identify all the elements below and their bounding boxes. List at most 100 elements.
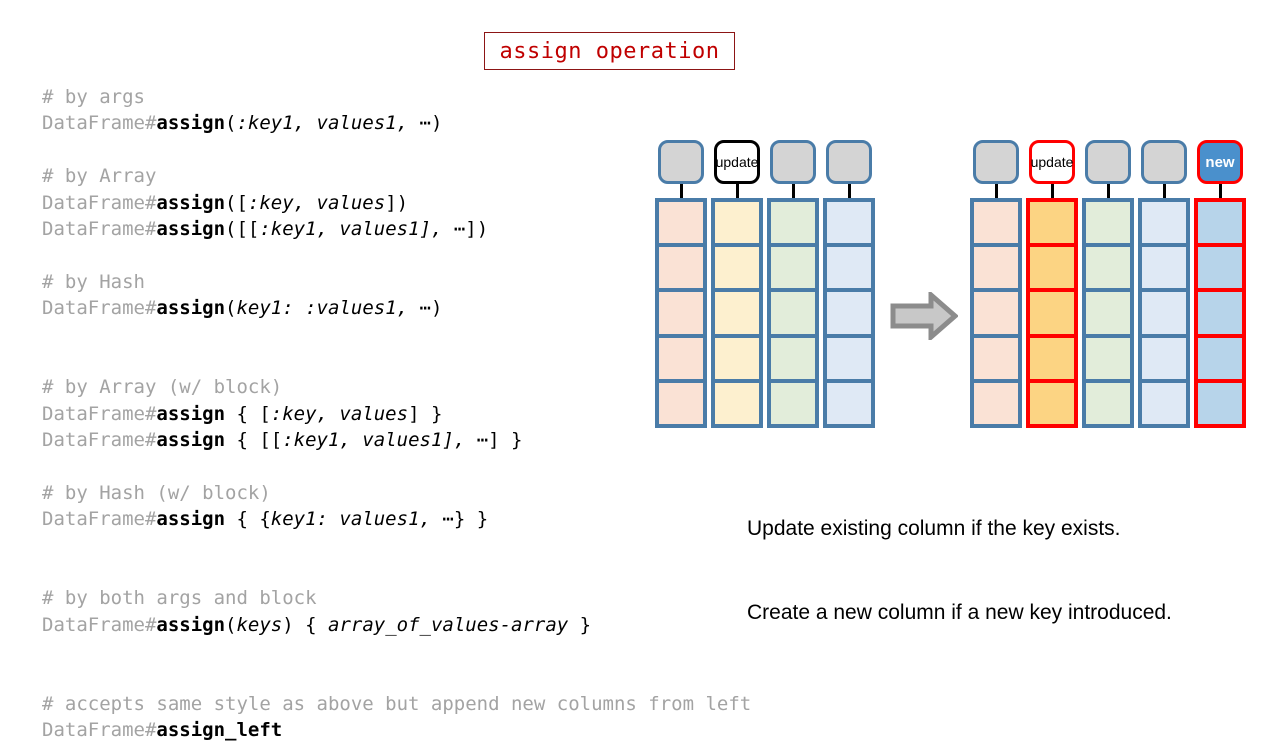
code-signature-line: DataFrame#assign { [[:key1, values1], ⋯]… xyxy=(42,427,751,453)
table-cell[interactable] xyxy=(1086,292,1130,334)
table-cell[interactable] xyxy=(1086,247,1130,289)
table-cell[interactable] xyxy=(827,292,871,334)
table-cell[interactable] xyxy=(974,382,1018,425)
code-comment-line: # by Array xyxy=(42,163,751,189)
table-cell[interactable] xyxy=(1030,202,1074,244)
code-comment-text: # by Hash (w/ block) xyxy=(42,481,271,504)
code-punct-close: ) xyxy=(430,297,443,320)
table-cell[interactable] xyxy=(1142,292,1186,334)
table-cell[interactable] xyxy=(715,292,759,334)
column-header-blank[interactable] xyxy=(1085,140,1131,184)
code-comment-line: # accepts same style as above but append… xyxy=(42,691,751,717)
code-method-name: assign xyxy=(156,191,226,214)
code-punct-close: ) xyxy=(430,112,443,135)
table-cell[interactable] xyxy=(974,292,1018,334)
table-cell[interactable] xyxy=(974,202,1018,244)
column-connector-line xyxy=(1107,184,1110,200)
code-signature-line: DataFrame#assign(keys) { array_of_values… xyxy=(42,612,751,638)
table-cell[interactable] xyxy=(1142,247,1186,289)
code-comment-text: # by Array (w/ block) xyxy=(42,376,283,399)
code-punct-close: } } xyxy=(453,508,489,531)
table-cell[interactable] xyxy=(827,337,871,379)
code-signature-line: DataFrame#assign_left xyxy=(42,717,751,743)
table-cell[interactable] xyxy=(1198,292,1242,334)
code-method-name: assign xyxy=(156,217,226,240)
table-cell[interactable] xyxy=(1030,292,1074,334)
column-connector-line xyxy=(1051,184,1054,200)
table-cell[interactable] xyxy=(1086,382,1130,425)
column-cells xyxy=(767,198,819,428)
table-cell[interactable] xyxy=(1142,202,1186,244)
table-cell[interactable] xyxy=(715,337,759,379)
page-title: assign operation xyxy=(499,38,720,64)
code-comment-text: # by Hash xyxy=(42,270,145,293)
code-method-name: assign xyxy=(156,508,226,531)
code-comment-text: # by both args and block xyxy=(42,587,317,610)
table-cell[interactable] xyxy=(659,337,703,379)
table-cell[interactable] xyxy=(1198,337,1242,379)
code-arguments: :key, values xyxy=(270,402,409,425)
column-header-new[interactable]: new xyxy=(1197,140,1243,184)
code-punct-open: ( xyxy=(225,112,237,135)
code-comment-line: # by Array (w/ block) xyxy=(42,374,751,400)
table-cell[interactable] xyxy=(974,337,1018,379)
after-table: update new xyxy=(970,140,1250,430)
code-receiver: DataFrame# xyxy=(42,429,157,452)
table-cell[interactable] xyxy=(771,292,815,334)
table-cell[interactable] xyxy=(659,247,703,289)
before-table: update xyxy=(655,140,879,430)
column-header-update[interactable]: update xyxy=(1029,140,1075,184)
table-cell[interactable] xyxy=(659,202,703,244)
table-cell[interactable] xyxy=(827,382,871,425)
column-header-blank[interactable] xyxy=(826,140,872,184)
column-header-blank[interactable] xyxy=(770,140,816,184)
table-cell[interactable] xyxy=(1198,202,1242,244)
column-header-blank[interactable] xyxy=(1141,140,1187,184)
column-header-label: new xyxy=(1205,153,1235,171)
column-header-blank[interactable] xyxy=(973,140,1019,184)
table-cell[interactable] xyxy=(1198,247,1242,289)
column-header-label: update xyxy=(1030,154,1074,170)
code-comment-text: # by Array xyxy=(42,165,157,188)
code-method-name: assign_left xyxy=(156,719,283,742)
column-header-label: update xyxy=(715,154,759,170)
code-punct-close: ]) xyxy=(385,191,409,214)
table-cell[interactable] xyxy=(1142,382,1186,425)
column-cells xyxy=(1026,198,1078,428)
table-cell[interactable] xyxy=(1030,247,1074,289)
table-cell[interactable] xyxy=(715,202,759,244)
column-header-blank[interactable] xyxy=(658,140,704,184)
code-arguments: keys xyxy=(236,613,283,636)
table-cell[interactable] xyxy=(974,247,1018,289)
table-cell[interactable] xyxy=(715,247,759,289)
code-block-arguments: array_of_values-array xyxy=(328,613,569,636)
code-punct-open: { { xyxy=(225,508,271,531)
code-punct-close2: } xyxy=(568,613,592,636)
table-cell[interactable] xyxy=(1086,337,1130,379)
column-header-update[interactable]: update xyxy=(714,140,760,184)
table-cell[interactable] xyxy=(827,202,871,244)
table-cell[interactable] xyxy=(771,382,815,425)
table-cell[interactable] xyxy=(1030,337,1074,379)
code-method-name: assign xyxy=(156,402,226,425)
code-arguments: key1: :values1, ⋯ xyxy=(236,297,431,320)
table-cell[interactable] xyxy=(1142,337,1186,379)
code-punct-open: { [ xyxy=(225,402,271,425)
column-connector-line xyxy=(995,184,998,200)
table-cell[interactable] xyxy=(715,382,759,425)
column-connector-line xyxy=(736,184,739,200)
table-cell[interactable] xyxy=(659,292,703,334)
table-cell[interactable] xyxy=(1030,382,1074,425)
table-cell[interactable] xyxy=(1086,202,1130,244)
table-cell[interactable] xyxy=(1198,382,1242,425)
table-cell[interactable] xyxy=(659,382,703,425)
table-cell[interactable] xyxy=(771,202,815,244)
code-receiver: DataFrame# xyxy=(42,508,157,531)
table-cell[interactable] xyxy=(827,247,871,289)
code-punct-open: ( xyxy=(225,297,237,320)
table-cell[interactable] xyxy=(771,337,815,379)
code-punct-close: ) { xyxy=(282,613,329,636)
table-cell[interactable] xyxy=(771,247,815,289)
column-cells xyxy=(823,198,875,428)
